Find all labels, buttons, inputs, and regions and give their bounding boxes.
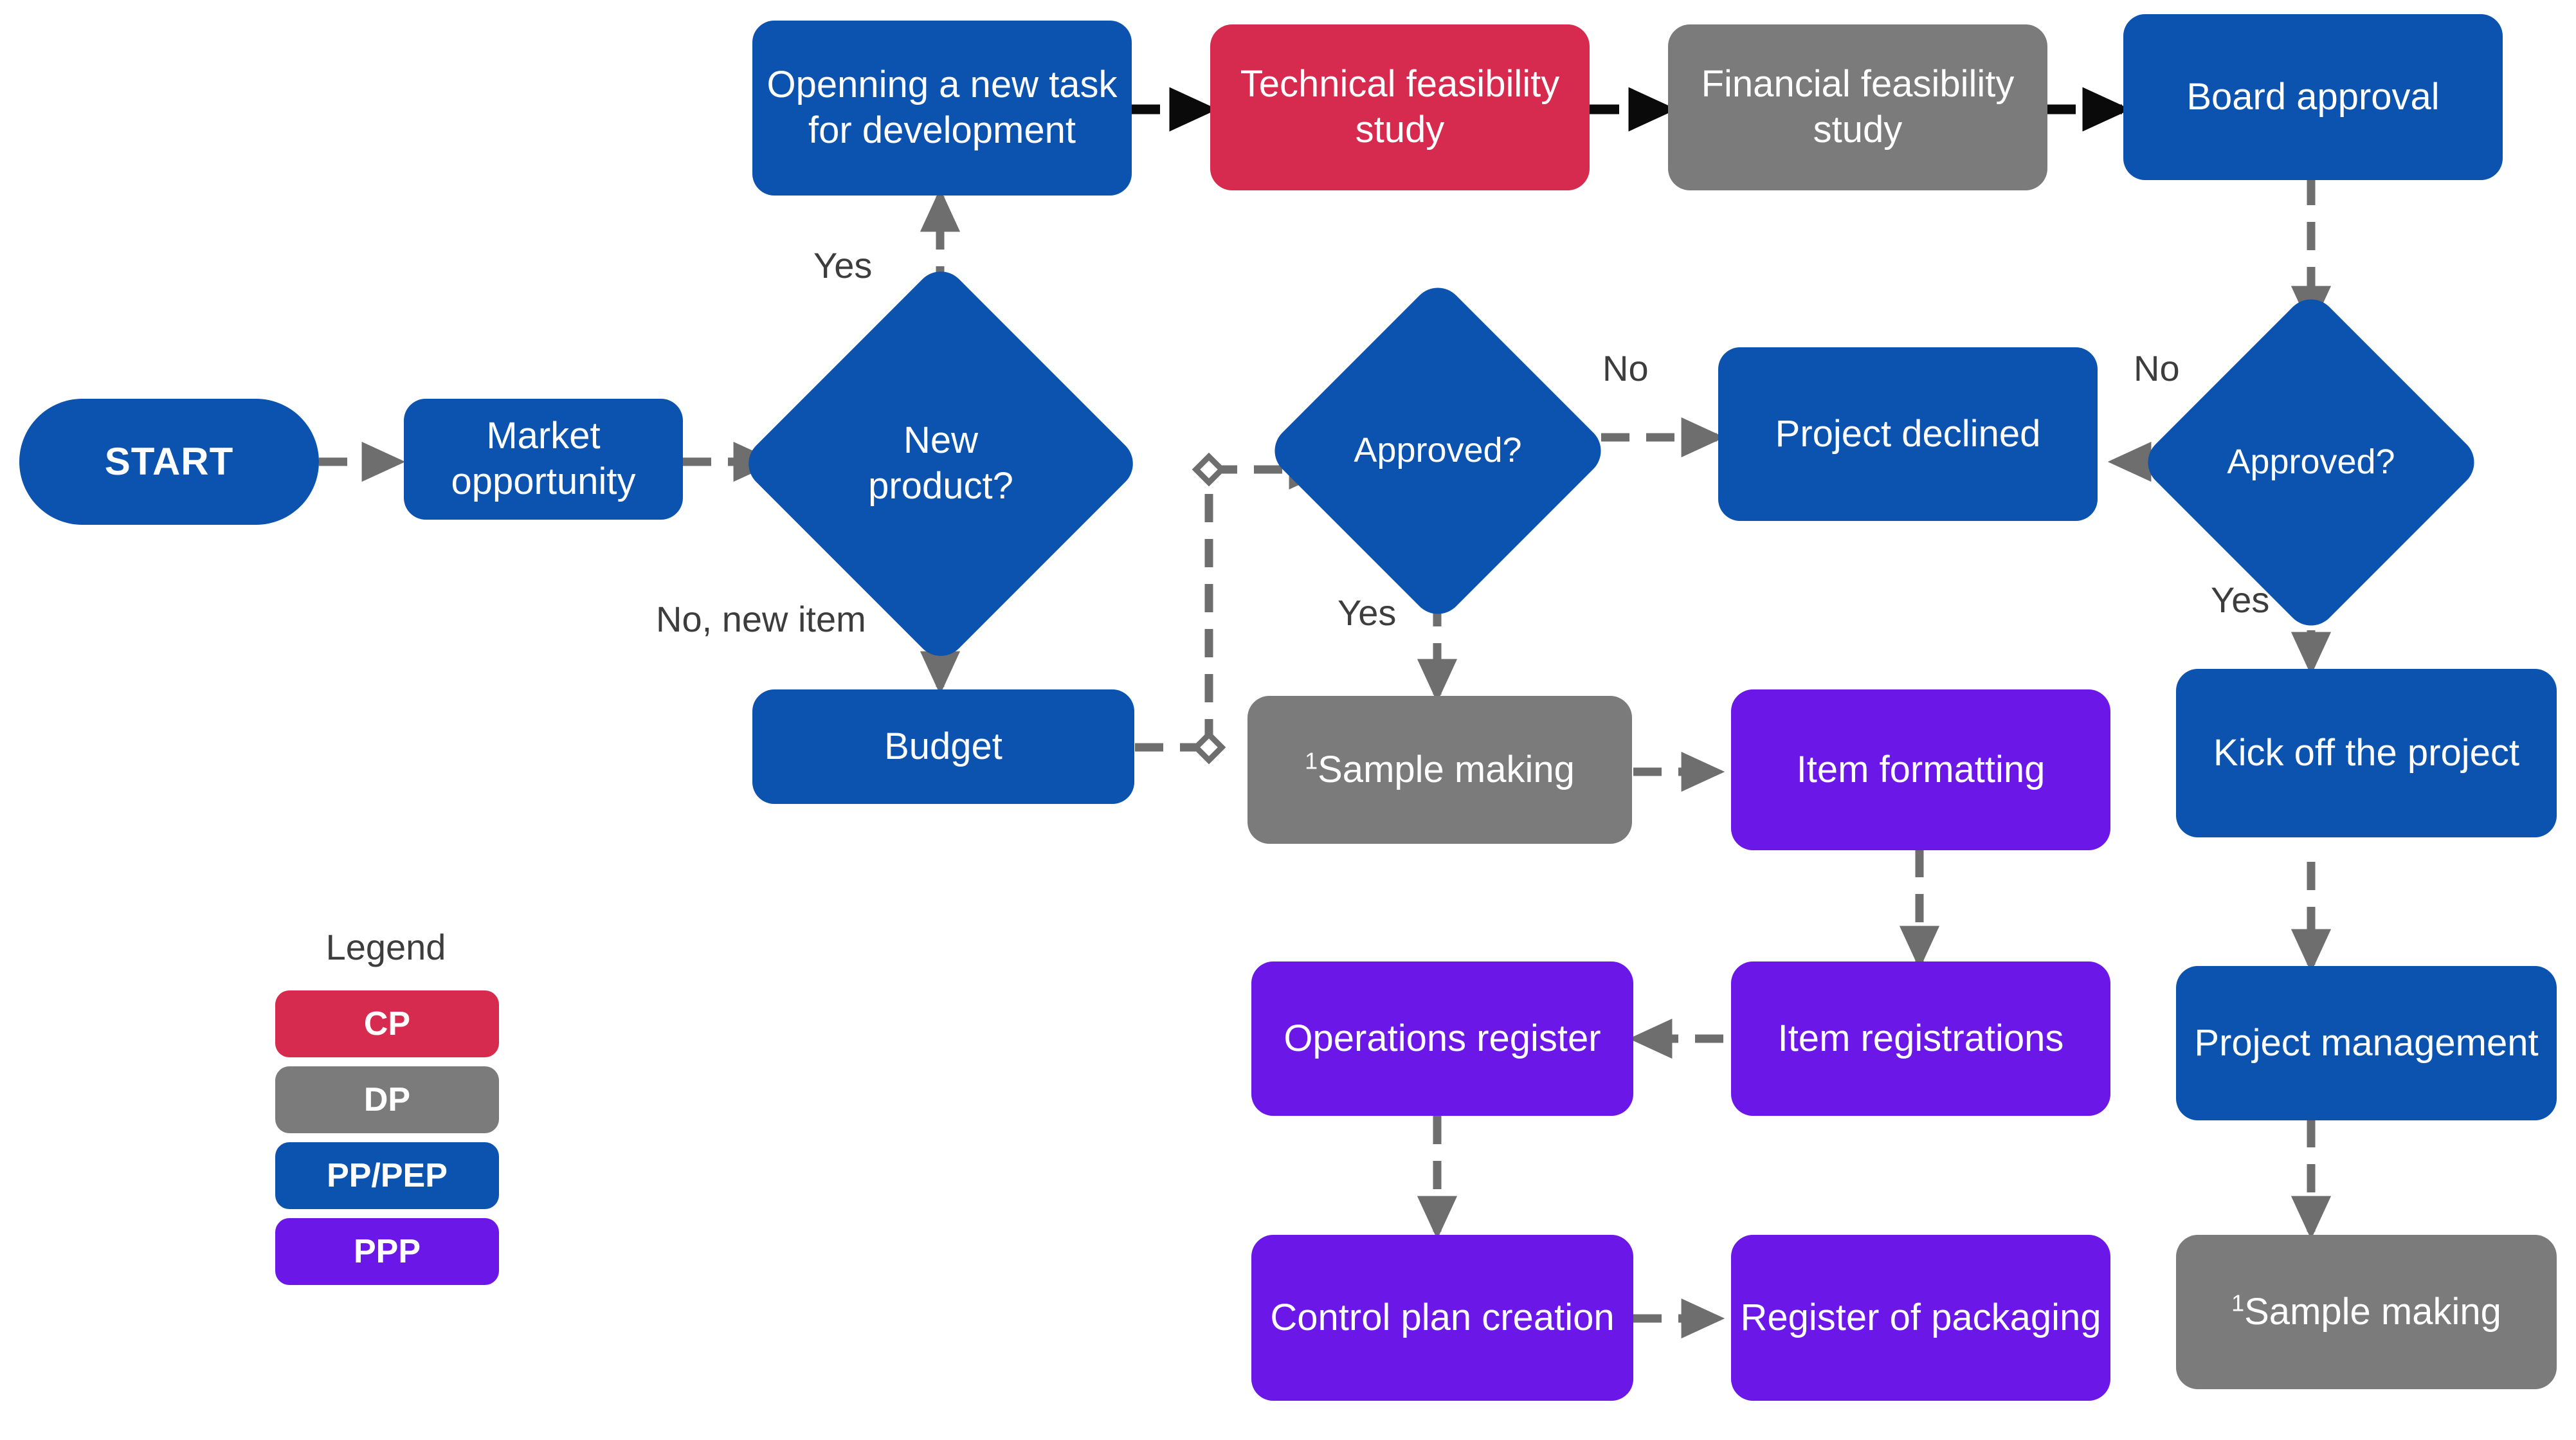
- node-financial-feasibility-study[interactable]: Financial feasibility study: [1668, 24, 2047, 190]
- node-label: START: [104, 440, 234, 484]
- legend-item-label: PPP: [353, 1233, 421, 1270]
- node-budget[interactable]: Budget: [752, 689, 1134, 804]
- node-label: Approved?: [1354, 431, 1522, 470]
- node-label: 1Sample making: [2231, 1290, 2501, 1335]
- node-approved-middle-decision[interactable]: Approved?: [1264, 277, 1612, 625]
- node-kick-off-the-project[interactable]: Kick off the project: [2176, 669, 2557, 837]
- node-label: 1Sample making: [1305, 747, 1575, 793]
- node-label: Project management: [2194, 1021, 2539, 1064]
- node-label: Project declined: [1775, 412, 2041, 455]
- legend-item-dp[interactable]: DP: [275, 1066, 499, 1133]
- legend-item-label: CP: [363, 1005, 411, 1043]
- node-opening-new-task[interactable]: Openning a new task for development: [752, 21, 1132, 196]
- node-label-text: Sample making: [1318, 748, 1575, 790]
- legend-title: Legend: [325, 927, 446, 967]
- node-label: Register of packaging: [1740, 1296, 2101, 1338]
- node-project-management[interactable]: Project management: [2176, 966, 2557, 1120]
- node-label: Financial feasibility study: [1701, 63, 2015, 150]
- node-label-text: Sample making: [2244, 1290, 2501, 1333]
- node-label: Operations register: [1283, 1017, 1601, 1059]
- legend-item-ppp[interactable]: PPP: [275, 1218, 499, 1285]
- node-item-registrations[interactable]: Item registrations: [1731, 962, 2110, 1116]
- node-label: Approved?: [2227, 442, 2395, 482]
- node-market-opportunity[interactable]: Market opportunity: [404, 399, 683, 520]
- node-label: Kick off the project: [2213, 731, 2520, 774]
- node-new-product-decision[interactable]: New product?: [738, 260, 1144, 667]
- edge-label-yes-new-product: Yes: [813, 245, 873, 286]
- node-label: Budget: [884, 725, 1002, 767]
- legend: Legend CP DP PP/PEP PPP: [270, 926, 502, 1299]
- node-technical-feasibility-study[interactable]: Technical feasibility study: [1210, 24, 1590, 190]
- legend-item-cp[interactable]: CP: [275, 990, 499, 1057]
- footnote-marker: 1: [1305, 747, 1318, 774]
- legend-item-label: DP: [363, 1081, 411, 1118]
- node-project-declined[interactable]: Project declined: [1718, 347, 2098, 521]
- node-label: Market opportunity: [451, 415, 636, 502]
- node-sample-making-middle[interactable]: 1Sample making: [1247, 696, 1632, 844]
- legend-item-label: PP/PEP: [327, 1157, 448, 1194]
- node-approved-right-decision[interactable]: Approved?: [2137, 288, 2485, 637]
- edge-label-yes-approved-right: Yes: [2211, 579, 2270, 620]
- footnote-marker: 1: [2231, 1290, 2245, 1317]
- legend-item-pp-pep[interactable]: PP/PEP: [275, 1142, 499, 1209]
- node-label: Openning a new task for development: [766, 64, 1118, 151]
- node-label: Item registrations: [1777, 1017, 2064, 1059]
- edge-label-no-approved-middle: No: [1602, 348, 1649, 388]
- node-label: New product?: [868, 419, 1013, 507]
- edge-label-no-approved-right: No: [2134, 348, 2180, 388]
- node-label: Technical feasibility study: [1240, 63, 1560, 150]
- edge-label-no-new-item: No, new item: [656, 599, 866, 639]
- node-label: Board approval: [2186, 75, 2440, 118]
- node-sample-making-right[interactable]: 1Sample making: [2176, 1235, 2557, 1389]
- edge-label-yes-approved-middle: Yes: [1338, 592, 1397, 633]
- node-label: Item formatting: [1796, 748, 2045, 790]
- node-board-approval[interactable]: Board approval: [2123, 14, 2503, 180]
- edge-budget-to-approvedmid: [1135, 449, 1333, 765]
- node-item-formatting[interactable]: Item formatting: [1731, 689, 2110, 850]
- node-label: Control plan creation: [1270, 1296, 1615, 1338]
- node-operations-register[interactable]: Operations register: [1251, 962, 1633, 1116]
- node-control-plan-creation[interactable]: Control plan creation: [1251, 1235, 1633, 1401]
- node-start[interactable]: START: [19, 399, 319, 525]
- node-register-of-packaging[interactable]: Register of packaging: [1731, 1235, 2110, 1401]
